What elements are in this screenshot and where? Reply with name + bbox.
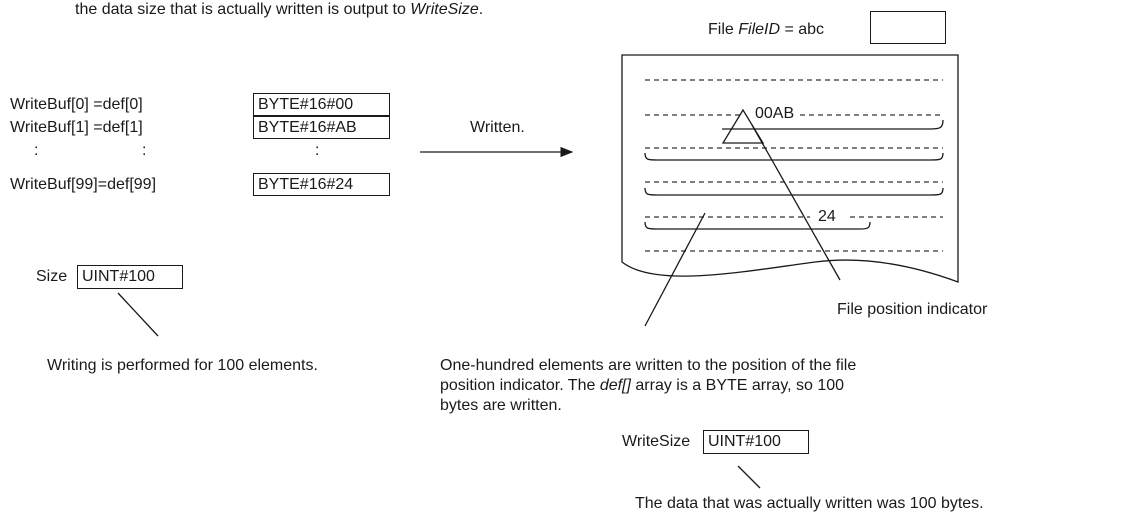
file-id-box: [870, 11, 946, 44]
writesize-label: WriteSize: [622, 433, 691, 450]
size-note: Writing is performed for 100 elements.: [47, 357, 318, 374]
ellipsis: :: [142, 142, 147, 159]
writesize-note: The data that was actually written was 1…: [635, 495, 984, 512]
assignment-lhs-1: WriteBuf[1] =def[1]: [10, 119, 143, 136]
header-note: the data size that is actually written i…: [75, 0, 483, 19]
file-position-label: File position indicator: [837, 301, 988, 318]
byte-value-box-1: BYTE#16#AB: [253, 116, 390, 139]
size-label: Size: [36, 268, 68, 285]
size-value-box: UINT#100: [77, 265, 183, 289]
ellipsis: :: [34, 142, 39, 159]
file-id-label: File FileID = abc: [708, 20, 824, 39]
header-note-italic: WriteSize: [410, 1, 479, 18]
size-pointer: [117, 292, 159, 337]
file-position-pointer: [751, 124, 841, 281]
elements-pointer: [644, 212, 706, 327]
writesize-pointer: [737, 465, 761, 489]
writesize-value-box: UINT#100: [703, 430, 809, 454]
assignment-lhs-99: WriteBuf[99]=def[99]: [10, 176, 157, 193]
byte-value-box-99: BYTE#16#24: [253, 173, 390, 196]
elements-note-line3: bytes are written.: [440, 397, 562, 414]
elements-note-text: position indicator. The: [440, 377, 600, 394]
record-bracket: [722, 119, 944, 130]
record-bracket: [644, 187, 944, 196]
record-bracket: [644, 152, 944, 161]
record-bracket: [644, 221, 871, 230]
file-value-last: 24: [815, 207, 839, 226]
header-note-text: the data size that is actually written i…: [75, 1, 411, 18]
file-value-first: 00AB: [753, 104, 797, 123]
header-note-end: .: [478, 1, 484, 18]
file-label-italic: FileID: [738, 21, 781, 38]
elements-note-line2: position indicator. The def[] array is a…: [440, 376, 844, 395]
assignment-lhs-0: WriteBuf[0] =def[0]: [10, 96, 143, 113]
elements-note-text-end: array is a BYTE array, so 100: [630, 377, 845, 394]
elements-note-italic: def[]: [599, 377, 631, 394]
written-label: Written.: [470, 119, 525, 136]
file-label-value: = abc: [780, 21, 825, 38]
elements-note-line1: One-hundred elements are written to the …: [440, 357, 857, 374]
file-sheet: [621, 54, 959, 283]
ellipsis: :: [315, 142, 320, 159]
byte-value-box-0: BYTE#16#00: [253, 93, 390, 116]
file-label-text: File: [708, 21, 739, 38]
